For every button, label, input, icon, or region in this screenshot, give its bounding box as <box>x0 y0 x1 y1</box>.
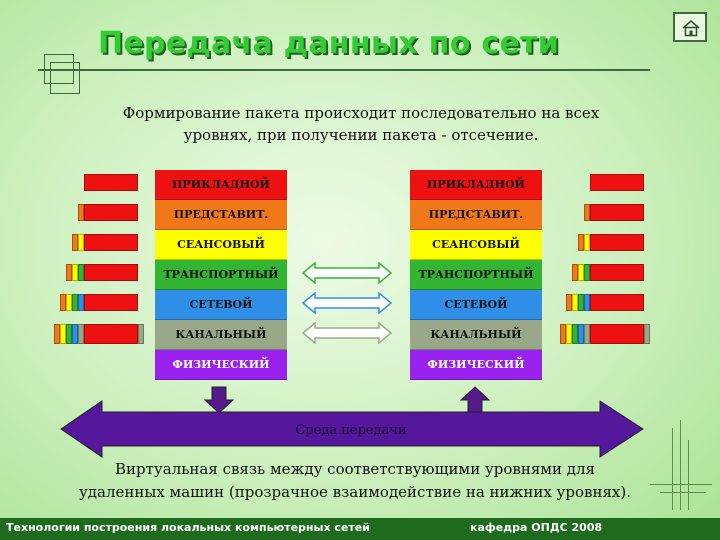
virtual-connection-text: Виртуальная связь между соответствующими… <box>78 460 632 501</box>
packet-data-block <box>590 294 644 311</box>
packet-header-strip <box>60 324 66 344</box>
packet-header-strip <box>584 294 590 311</box>
packet-header-strip <box>584 264 590 281</box>
packet-header-strip <box>72 294 78 311</box>
packet-data-block <box>590 324 644 344</box>
packet-header-strip <box>66 324 72 344</box>
virtual-link-arrow-network <box>302 292 392 314</box>
packet-header-strip <box>78 264 84 281</box>
packet-data-block <box>84 174 138 191</box>
intro-text: Формирование пакета происходит последова… <box>122 104 600 144</box>
down-arrow-icon <box>204 386 234 414</box>
packet-header-strip <box>584 204 590 221</box>
title-underline <box>38 69 650 71</box>
packet-header-strip <box>78 324 84 344</box>
layer-network: СЕТЕВОЙ <box>410 290 542 320</box>
packet-header-strip <box>560 324 566 344</box>
layer-presentation: ПРЕДСТАВИТ. <box>410 200 542 230</box>
packet-header-strip <box>72 264 78 281</box>
packet-data-block <box>84 204 138 221</box>
packet-header-strip <box>72 234 78 251</box>
decorative-line <box>680 420 681 510</box>
decorative-line <box>688 440 689 510</box>
packet-data-block <box>84 264 138 281</box>
layer-session: СЕАНСОВЫЙ <box>410 230 542 260</box>
layer-session: СЕАНСОВЫЙ <box>155 230 287 260</box>
transmission-medium-label: Среда передачи <box>295 423 407 438</box>
packet-header-strip <box>78 234 84 251</box>
packet-header-strip <box>572 324 578 344</box>
packet-trailer <box>138 324 144 344</box>
virtual-link-arrow-transport <box>302 262 392 284</box>
layer-application: ПРИКЛАДНОЙ <box>410 170 542 200</box>
decorative-square <box>50 62 80 94</box>
packet-header-strip <box>66 264 72 281</box>
packet-data-block <box>590 204 644 221</box>
layer-transport: ТРАНСПОРТНЫЙ <box>410 260 542 290</box>
packet-header-strip <box>566 294 572 311</box>
packet-header-strip <box>578 324 584 344</box>
packet-header-strip <box>78 294 84 311</box>
layer-physical: ФИЗИЧЕСКИЙ <box>155 350 287 380</box>
layer-datalink: КАНАЛЬНЫЙ <box>155 320 287 350</box>
packet-header-strip <box>572 264 578 281</box>
packet-header-strip <box>578 264 584 281</box>
packet-header-strip <box>584 234 590 251</box>
packet-header-strip <box>584 324 590 344</box>
packet-header-strip <box>78 204 84 221</box>
footer-department: кафедра ОПДС 2008 <box>470 521 603 534</box>
transmission-medium-arrow <box>60 400 644 458</box>
packet-data-block <box>590 234 644 251</box>
packet-header-strip <box>572 294 578 311</box>
home-icon <box>682 20 700 37</box>
layer-datalink: КАНАЛЬНЫЙ <box>410 320 542 350</box>
packet-data-block <box>590 264 644 281</box>
osi-stack-receiver: ПРИКЛАДНОЙ ПРЕДСТАВИТ. СЕАНСОВЫЙ ТРАНСПО… <box>410 170 542 380</box>
decorative-line <box>672 428 673 510</box>
packet-header-strip <box>54 324 60 344</box>
packet-data-block <box>84 294 138 311</box>
packet-header-strip <box>578 234 584 251</box>
packet-header-strip <box>566 324 572 344</box>
layer-network: СЕТЕВОЙ <box>155 290 287 320</box>
layer-transport: ТРАНСПОРТНЫЙ <box>155 260 287 290</box>
footer-bar: Технологии построения локальных компьюте… <box>0 518 720 540</box>
packet-header-strip <box>66 294 72 311</box>
home-button[interactable] <box>673 12 707 42</box>
layer-application: ПРИКЛАДНОЙ <box>155 170 287 200</box>
packet-data-block <box>84 234 138 251</box>
layer-presentation: ПРЕДСТАВИТ. <box>155 200 287 230</box>
decorative-line <box>650 484 712 485</box>
packet-header-strip <box>72 324 78 344</box>
packet-header-strip <box>578 294 584 311</box>
virtual-link-arrow-datalink <box>302 322 392 344</box>
packet-data-block <box>84 324 138 344</box>
osi-stack-sender: ПРИКЛАДНОЙ ПРЕДСТАВИТ. СЕАНСОВЫЙ ТРАНСПО… <box>155 170 287 380</box>
packet-data-block <box>590 174 644 191</box>
packet-header-strip <box>60 294 66 311</box>
slide-title: Передача данных по сети <box>98 26 560 61</box>
layer-physical: ФИЗИЧЕСКИЙ <box>410 350 542 380</box>
decorative-line <box>660 492 706 493</box>
packet-trailer <box>644 324 650 344</box>
footer-course-title: Технологии построения локальных компьюте… <box>6 521 370 534</box>
